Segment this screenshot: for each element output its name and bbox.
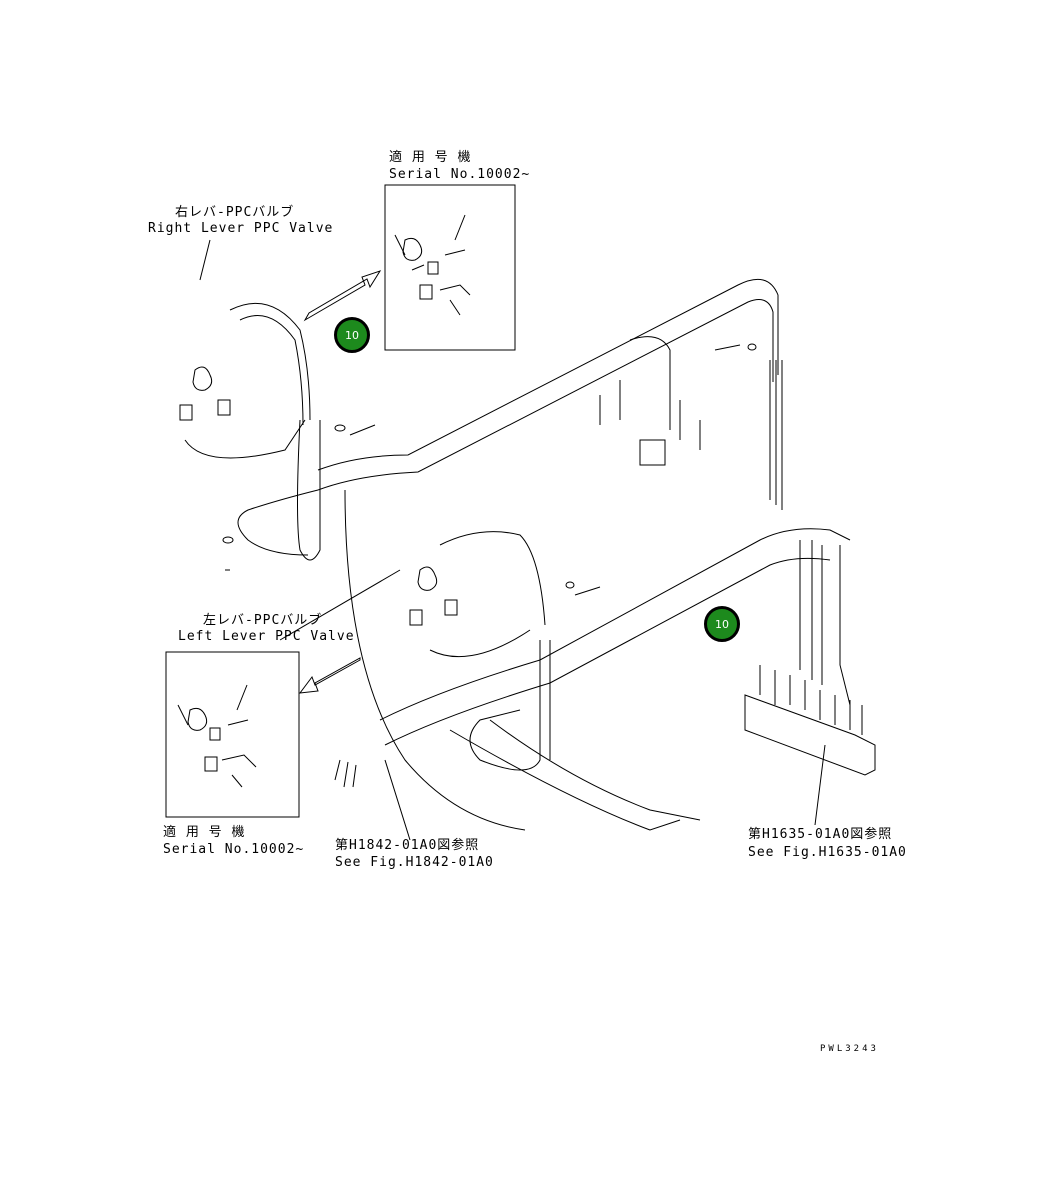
junction-block bbox=[599, 336, 701, 466]
drawing-code: PWL3243 bbox=[820, 1044, 879, 1054]
left-valve-jp: 左レバ-PPCバルブ bbox=[203, 613, 323, 628]
callout-10-top[interactable]: 10 bbox=[334, 317, 370, 353]
arrow-to-top-inset bbox=[303, 270, 382, 322]
control-valve-bank bbox=[744, 540, 876, 776]
ref-1635-en: See Fig.H1635-01A0 bbox=[748, 845, 907, 860]
left-valve-en: Left Lever PPC Valve bbox=[178, 629, 355, 644]
serial-top-jp: 適 用 号 機 bbox=[389, 150, 472, 165]
right-lever-valve bbox=[179, 302, 311, 459]
inset-top-valve bbox=[394, 214, 471, 316]
arrow-to-bottom-inset bbox=[298, 657, 361, 694]
right-valve-en: Right Lever PPC Valve bbox=[148, 221, 334, 236]
leader-ref-1842 bbox=[384, 759, 411, 841]
serial-top-en: Serial No.10002~ bbox=[389, 167, 531, 182]
serial-bottom-en: Serial No.10002~ bbox=[163, 842, 305, 857]
right-valve-jp: 右レバ-PPCバルブ bbox=[175, 205, 295, 220]
leader-ref-1635 bbox=[814, 744, 826, 826]
lower-harness bbox=[334, 489, 851, 831]
serial-bottom-jp: 適 用 号 機 bbox=[163, 825, 246, 840]
bolts bbox=[222, 343, 757, 596]
left-lever-valve bbox=[409, 531, 546, 658]
inset-box-bottom bbox=[165, 651, 300, 818]
inset-bottom-valve bbox=[177, 684, 257, 788]
callout-10-right[interactable]: 10 bbox=[704, 606, 740, 642]
ref-1635-jp: 第H1635-01A0図参照 bbox=[748, 827, 893, 842]
leader-right-valve bbox=[199, 239, 211, 281]
leader-left-valve bbox=[279, 569, 401, 641]
ref-1842-en: See Fig.H1842-01A0 bbox=[335, 855, 494, 870]
inset-box-top bbox=[384, 184, 516, 351]
upper-harness bbox=[237, 278, 783, 561]
ref-1842-jp: 第H1842-01A0図参照 bbox=[335, 838, 480, 853]
